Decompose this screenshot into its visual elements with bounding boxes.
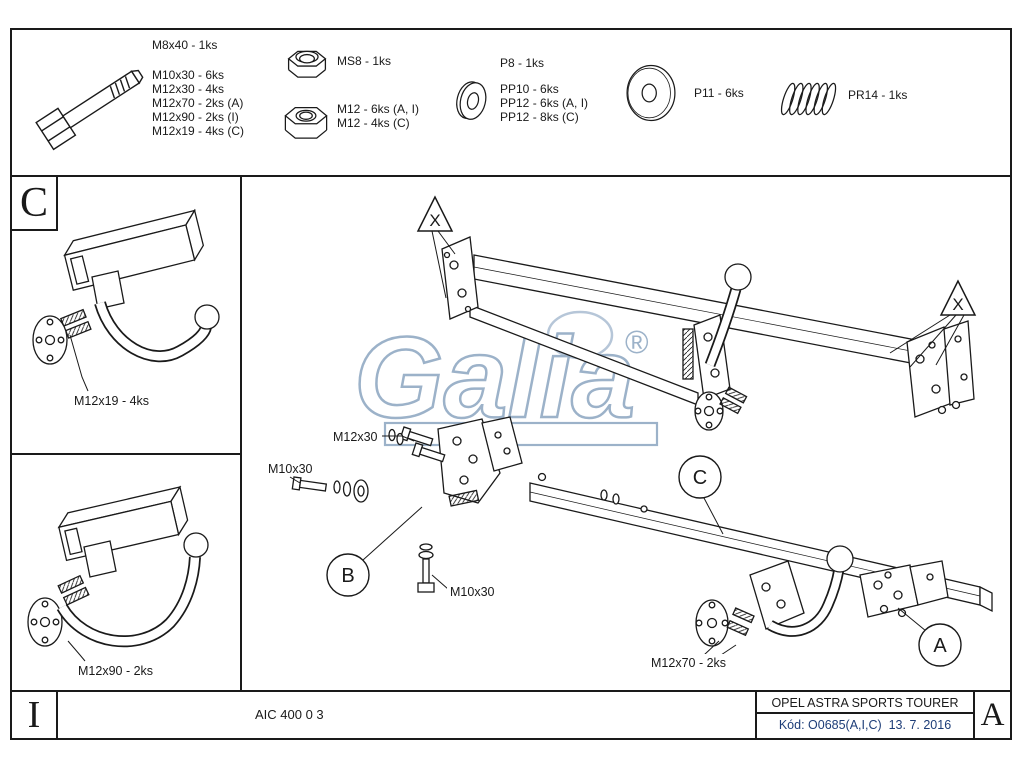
towbar-drawing-c: M12x19 - 4ks <box>32 208 220 408</box>
section-label-c: C <box>12 177 58 231</box>
towbar-drawing-i: M12x90 - 2ks <box>27 485 209 678</box>
svg-text:M10x30: M10x30 <box>450 585 495 599</box>
section-label-i: I <box>12 692 58 738</box>
fastener-studs <box>57 574 90 606</box>
spring-icon <box>780 82 837 116</box>
lower-assembly <box>291 416 993 647</box>
part-label: M8x40 - 1ks <box>152 38 218 52</box>
hex-bolt-icon <box>35 69 144 151</box>
receiver-tube <box>57 485 189 562</box>
part-label: M12 - 6ks (A, I) <box>337 102 420 116</box>
bracket-plate <box>83 540 117 578</box>
part-label: PP10 - 6ks <box>500 82 559 96</box>
left-end-plate <box>441 236 479 320</box>
svg-text:M12x70 - 2ks: M12x70 - 2ks <box>651 656 726 670</box>
main-diagram-area: Galia ® <box>242 177 1010 690</box>
svg-text:C: C <box>693 467 707 489</box>
callout-m12x19: M12x19 - 4ks <box>74 394 149 408</box>
warning-x: X <box>429 211 440 230</box>
callout-m10x30-left: M10x30 <box>265 461 315 476</box>
revision-label-a: A <box>973 692 1010 738</box>
leader-lines <box>289 435 927 658</box>
exploded-assembly-drawing: Galia ® <box>265 195 993 670</box>
callout-m12x30: M12x30 <box>330 429 382 444</box>
warning-triangle-right <box>889 279 977 368</box>
bracket-plate <box>91 270 125 310</box>
title-block-right: OPEL ASTRA SPORTS TOURER Kód: O0685(A,I,… <box>755 692 1010 738</box>
ball-bracket <box>749 560 805 630</box>
registered-mark: ® <box>625 324 649 360</box>
large-washer-icon <box>626 64 676 122</box>
svg-text:M10x30: M10x30 <box>268 462 313 476</box>
fastener-studs <box>719 386 748 415</box>
part-label: M12x19 - 4ks (C) <box>152 124 245 138</box>
part-label: M10x30 - 6ks <box>152 68 225 82</box>
tow-ball <box>724 263 752 291</box>
variant-column: C <box>12 177 242 690</box>
part-label: M12x70 - 2ks (A) <box>152 96 244 110</box>
part-label: M12 - 4ks (C) <box>337 116 410 130</box>
lock-nut-icon <box>287 50 327 78</box>
title-block: I AIC 400 0 3 OPEL ASTRA SPORTS TOURER K… <box>12 690 1010 738</box>
fastener-studs <box>726 607 755 637</box>
callout-m10x30-bottom: M10x30 <box>447 584 499 599</box>
washer-labels: PP10 - 6ks PP12 - 6ks (A, I) PP12 - 8ks … <box>500 82 588 124</box>
part-label: M12x30 - 4ks <box>152 82 225 96</box>
balloon-b: B <box>326 553 370 597</box>
callout-m12x90: M12x90 - 2ks <box>78 664 153 678</box>
parts-list-strip: M8x40 - 1ks M10x30 - 6ks M12x30 - 4ks M1… <box>12 30 1010 177</box>
upper-crossmember <box>441 236 975 431</box>
receiver-tube <box>63 208 205 291</box>
part-label: MS8 - 1ks <box>337 54 392 68</box>
balloon-c: C <box>678 455 722 499</box>
bolt-m10x30 <box>291 476 328 492</box>
svg-text:M12x30: M12x30 <box>333 430 378 444</box>
tow-ball <box>183 532 209 558</box>
washer-icon <box>456 81 487 120</box>
hex-nut-icon <box>284 107 328 139</box>
tow-ball <box>826 545 854 573</box>
svg-text:A: A <box>933 635 947 657</box>
tow-ball <box>194 304 220 330</box>
variant-i-cell: M12x90 - 2ks <box>12 455 240 690</box>
part-label: PP12 - 6ks (A, I) <box>500 96 589 110</box>
callout-m12x70: M12x70 - 2ks <box>648 654 734 670</box>
part-label: PR14 - 1ks <box>848 88 908 102</box>
warning-triangle-left <box>416 195 456 299</box>
sheet-frame: M8x40 - 1ks M10x30 - 6ks M12x30 - 4ks M1… <box>10 28 1012 740</box>
bolt-m12x30 <box>411 442 446 463</box>
bolt-labels: M8x40 - 1ks M10x30 - 6ks M12x30 - 4ks M1… <box>152 38 244 138</box>
nut-labels: M12 - 6ks (A, I) M12 - 4ks (C) <box>337 102 419 130</box>
variant-c-cell: C <box>12 177 240 455</box>
part-label: P11 - 6ks <box>694 86 744 100</box>
warning-x: X <box>952 295 963 314</box>
code-and-date: Kód: O0685(A,I,C) 13. 7. 2016 <box>778 718 952 732</box>
svg-text:B: B <box>341 565 354 587</box>
bolt-m10x30-vertical <box>422 558 430 584</box>
vehicle-name: OPEL ASTRA SPORTS TOURER <box>757 692 973 714</box>
part-label: P8 - 1ks <box>500 56 545 70</box>
part-label: PP12 - 8ks (C) <box>500 110 579 124</box>
document-number: AIC 400 0 3 <box>255 707 324 722</box>
balloon-a: A <box>918 623 962 667</box>
part-label: M12x90 - 2ks (I) <box>152 110 239 124</box>
